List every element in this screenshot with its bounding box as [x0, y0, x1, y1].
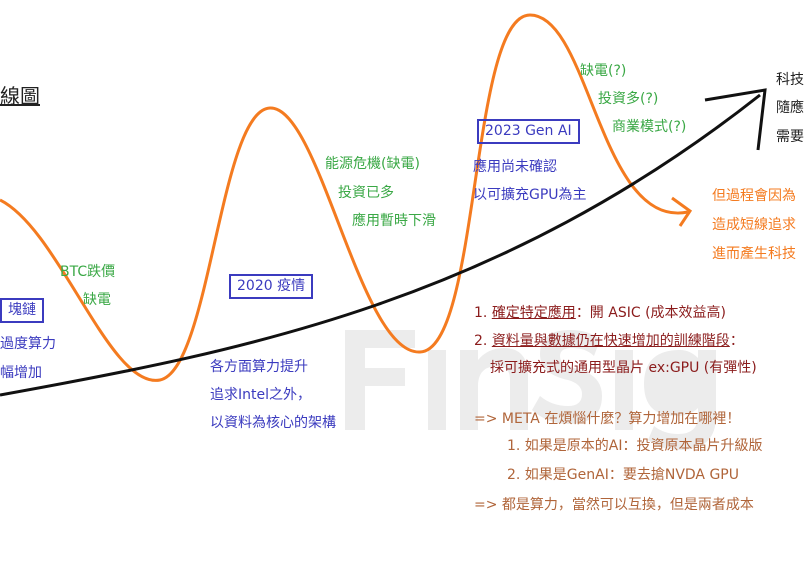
cycle-note: 造成短線追求 — [712, 217, 796, 233]
hype-cycle-curve — [0, 13, 689, 382]
question-note: 缺電(?) — [580, 63, 627, 79]
meta-note: => 都是算力，當然可以互換，但是兩者成本 — [474, 497, 754, 513]
energy-note: 投資已多 — [338, 185, 394, 201]
question-note: 投資多(?) — [598, 91, 659, 107]
btc-note: BTC跌價 — [60, 264, 116, 280]
covid-note: 各方面算力提升 — [210, 359, 308, 375]
point-2-detail: 採可擴充式的通用型晶片 ex:GPU (有彈性) — [490, 360, 757, 376]
watermark-logo — [345, 330, 716, 450]
btc-note: 缺電 — [83, 292, 111, 308]
diagram-title: 線圖 — [0, 84, 40, 108]
point-1: 1. 確定特定應用：開 ASIC (成本效益高) — [474, 305, 727, 321]
genai-label-box: 2023 Gen AI — [477, 119, 580, 144]
energy-note: 能源危機(缺電) — [325, 156, 420, 172]
point-2: 2. 資料量與數據仍在快速增加的訓練階段： — [474, 333, 744, 349]
genai-note: 應用尚未確認 — [473, 159, 557, 175]
energy-note: 應用暫時下滑 — [352, 213, 436, 229]
cycle-note: 進而產生科技 — [712, 246, 796, 262]
blockchain-note: 幅增加 — [0, 365, 42, 381]
meta-note: 2. 如果是GenAI：要去搶NVDA GPU — [507, 467, 739, 483]
meta-note: => META 在煩惱什麼？算力增加在哪裡！ — [474, 411, 741, 427]
trend-note: 隨應 — [776, 100, 804, 116]
hype-cycle-arrowhead — [671, 196, 693, 227]
cycle-note: 但過程會因為 — [712, 188, 796, 204]
trend-note: 科技 — [776, 72, 804, 88]
growth-trend-arrowhead — [704, 88, 767, 151]
blockchain-note: 過度算力 — [0, 336, 56, 352]
meta-note: 1. 如果是原本的AI：投資原本晶片升級版 — [507, 438, 763, 454]
covid-label-box: 2020 疫情 — [229, 274, 314, 299]
genai-note: 以可擴充GPU為主 — [473, 187, 587, 203]
covid-note: 追求Intel之外， — [210, 387, 311, 403]
question-note: 商業模式(?) — [612, 119, 687, 135]
covid-note: 以資料為核心的架構 — [210, 415, 336, 431]
growth-trend-curve — [0, 93, 761, 397]
blockchain-label-box: 塊鏈 — [0, 298, 44, 323]
trend-note: 需要 — [776, 129, 804, 145]
